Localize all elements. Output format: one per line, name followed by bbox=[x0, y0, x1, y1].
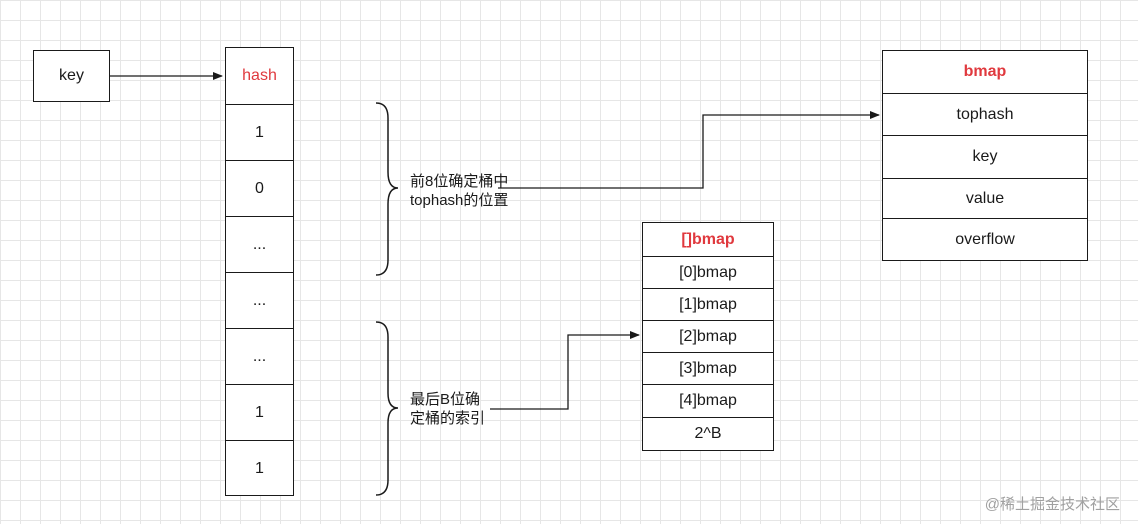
key-box: key bbox=[33, 50, 110, 102]
bmap-array-row: [0]bmap bbox=[643, 256, 773, 288]
hash-bit-cell: ... bbox=[226, 216, 293, 272]
bmap-array-row: 2^B bbox=[643, 417, 773, 450]
bmap-array-row: [2]bmap bbox=[643, 320, 773, 352]
bottom-brace-label: 最后B位确 定桶的索引 bbox=[410, 390, 485, 428]
bottom-brace-label-line2: 定桶的索引 bbox=[410, 410, 486, 427]
hash-column: hash 1 0 ... ... ... 1 1 bbox=[225, 47, 294, 496]
bottom-brace bbox=[375, 321, 399, 496]
hash-column-header: hash bbox=[242, 67, 277, 84]
bottom-brace-label-line1: 最后B位确 bbox=[410, 391, 481, 408]
bmap-array-row: [1]bmap bbox=[643, 288, 773, 320]
bmap-array-row: [3]bmap bbox=[643, 352, 773, 384]
watermark: @稀土掘金技术社区 bbox=[984, 496, 1120, 513]
top-brace bbox=[375, 102, 399, 276]
bucket-index-arrow bbox=[490, 331, 640, 410]
key-box-label: key bbox=[59, 67, 84, 84]
hash-bit-cell: 1 bbox=[226, 384, 293, 440]
top-brace-label: 前8位确定桶中 tophash的位置 bbox=[410, 172, 508, 210]
top-brace-label-line1: 前8位确定桶中 bbox=[410, 173, 509, 190]
bmap-array-row: [4]bmap bbox=[643, 384, 773, 417]
bmap-struct-header: bmap bbox=[963, 63, 1007, 80]
tophash-arrow bbox=[498, 111, 880, 189]
hash-bit-cell: 1 bbox=[226, 440, 293, 496]
hash-bit-cell: ... bbox=[226, 328, 293, 384]
bmap-field-value: value bbox=[883, 178, 1087, 218]
hash-bit-cell: 0 bbox=[226, 160, 293, 216]
bmap-field-key: key bbox=[883, 135, 1087, 178]
bmap-array: []bmap [0]bmap [1]bmap [2]bmap [3]bmap [… bbox=[642, 222, 774, 451]
bmap-array-header: []bmap bbox=[681, 230, 735, 248]
hash-bit-cell: 1 bbox=[226, 104, 293, 160]
bmap-struct: bmap tophash key value overflow bbox=[882, 50, 1088, 261]
hash-bit-cell: ... bbox=[226, 272, 293, 328]
top-brace-label-line2: tophash的位置 bbox=[410, 192, 509, 209]
bmap-field-overflow: overflow bbox=[883, 218, 1087, 260]
bmap-field-tophash: tophash bbox=[883, 93, 1087, 135]
